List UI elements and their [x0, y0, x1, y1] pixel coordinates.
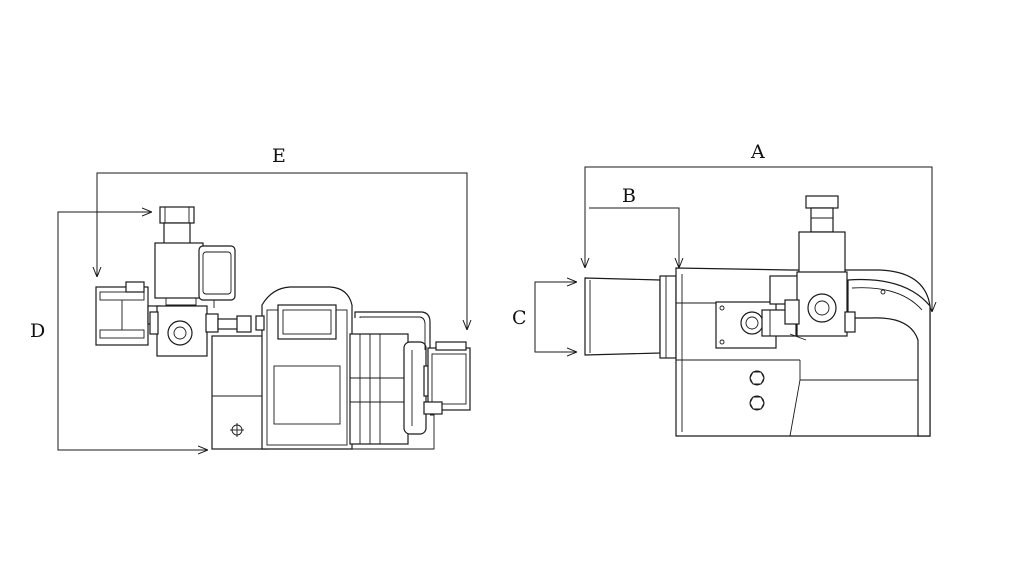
blast-tube: [584, 275, 677, 359]
label-c: C: [512, 307, 527, 329]
burner-base: [211, 335, 268, 450]
dimension-a: A: [585, 141, 932, 312]
dimension-c: C: [512, 282, 577, 352]
dimension-b: B: [589, 185, 679, 268]
label-d: D: [30, 320, 45, 342]
label-a: A: [750, 141, 765, 163]
connection-pipe: [212, 311, 435, 450]
dimension-e: E: [97, 145, 467, 330]
solenoid-valve: [154, 206, 236, 308]
side-view: E D: [30, 145, 470, 450]
electrical-connector: [423, 341, 471, 415]
gas-valve-assembly: [769, 195, 856, 341]
control-plate: [715, 301, 797, 349]
fan-cover: [847, 278, 931, 437]
dimension-d: D: [30, 212, 208, 450]
burner-body: [255, 286, 353, 450]
valve-body: [149, 305, 252, 357]
fan-motor: [349, 333, 435, 445]
top-view: A B C: [512, 141, 932, 437]
label-b: B: [622, 185, 636, 207]
label-e: E: [272, 145, 286, 167]
